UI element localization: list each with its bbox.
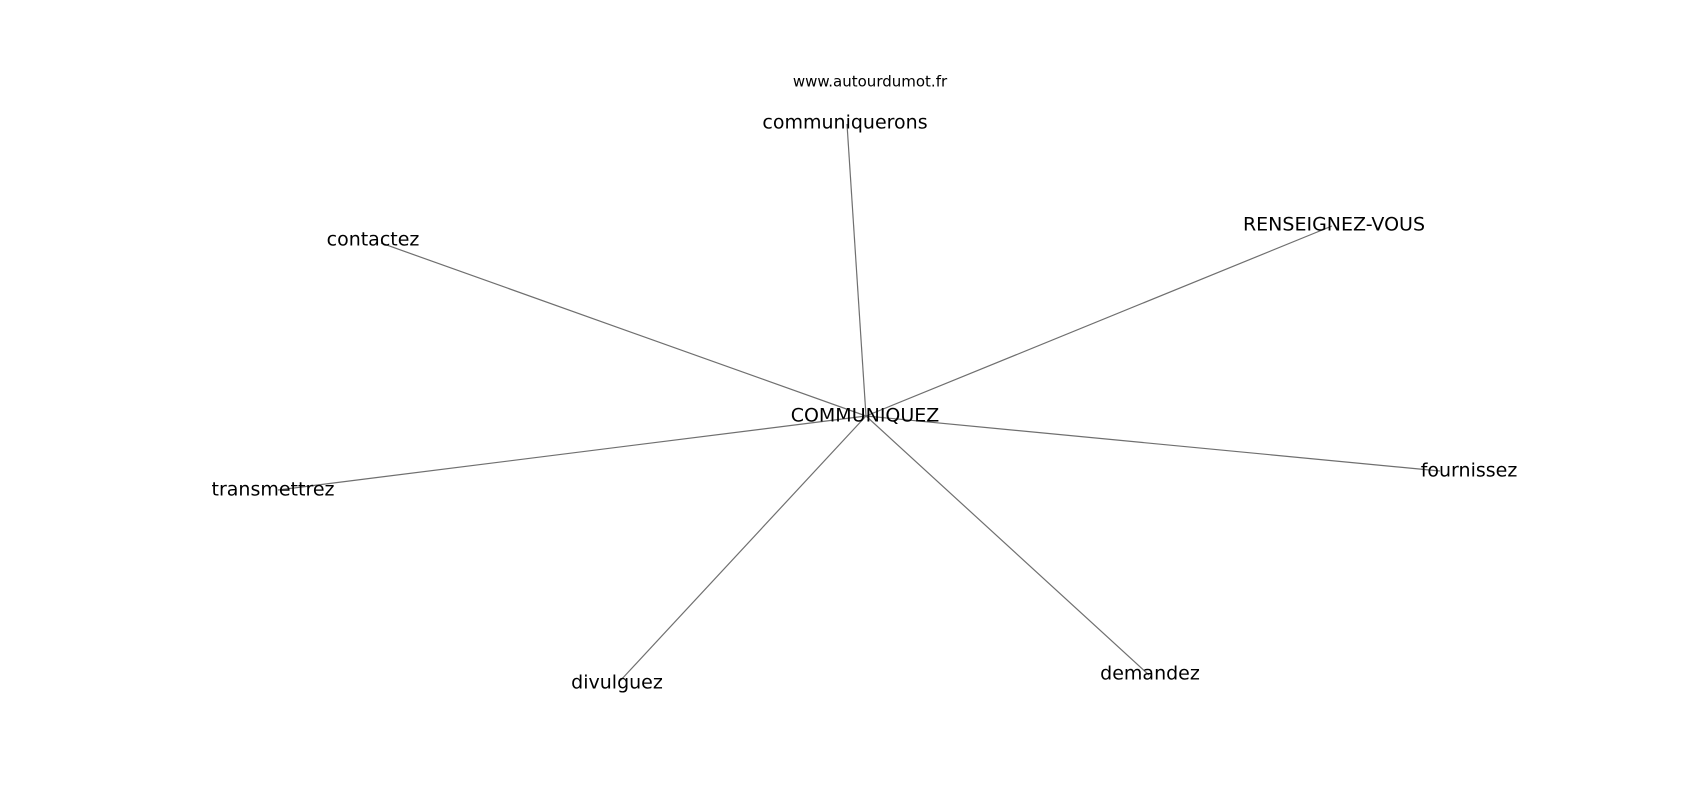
edge-transmettrez (277, 415, 867, 491)
website-label: www.autourdumot.fr (792, 72, 948, 91)
word-transmettrez[interactable]: transmettrez (211, 478, 335, 501)
word-demandez[interactable]: demandez (1100, 662, 1200, 685)
edge-divulguez (619, 415, 867, 682)
edge-renseignez-vous (865, 225, 1333, 417)
edge-fournissez (865, 415, 1441, 472)
word-divulguez[interactable]: divulguez (571, 671, 663, 694)
word-renseignez-vous[interactable]: RENSEIGNEZ-VOUS (1242, 213, 1426, 236)
edge-communiquerons (846, 123, 867, 417)
edge-demandez (865, 415, 1150, 676)
word-contactez[interactable]: contactez (326, 228, 420, 251)
center-word[interactable]: COMMUNIQUEZ (790, 404, 940, 427)
edge-contactez (380, 242, 867, 417)
word-fournissez[interactable]: fournissez (1420, 459, 1518, 482)
word-communiquerons[interactable]: communiquerons (762, 111, 928, 134)
